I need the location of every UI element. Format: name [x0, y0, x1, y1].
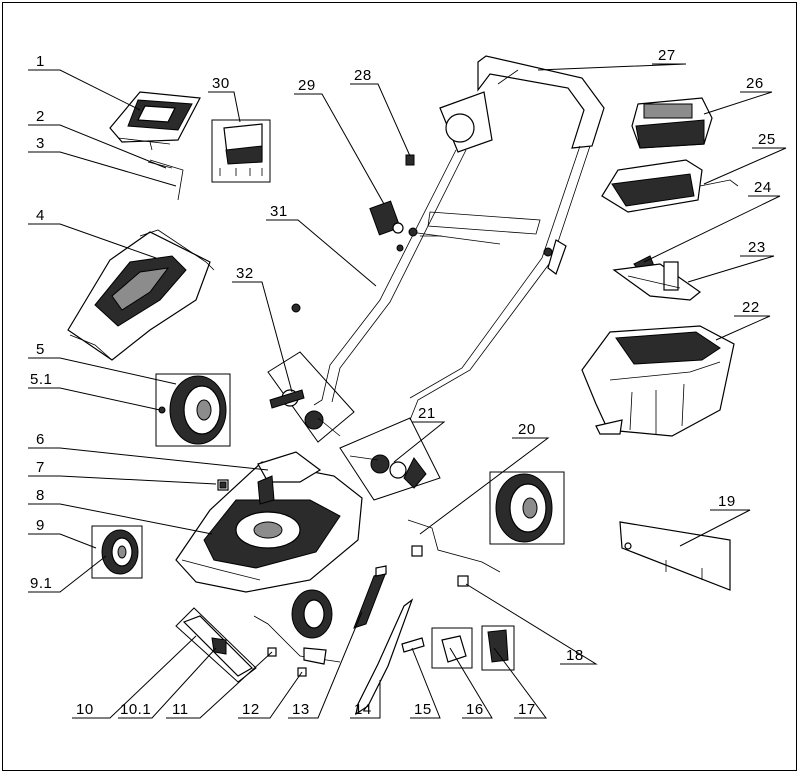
- callout-10-1: 10.1: [120, 701, 151, 718]
- bracket-16-part: [431, 627, 473, 669]
- callout-21: 21: [418, 405, 436, 422]
- callout-31: 31: [270, 203, 288, 220]
- callout-1: 1: [36, 53, 45, 70]
- rear-flap-part: [353, 565, 387, 629]
- callout-18: 18: [566, 647, 584, 664]
- upper-clamp-group: [339, 417, 441, 501]
- mulching-plug-part: [612, 261, 702, 301]
- bracket-17-part: [481, 625, 515, 671]
- callout-17: 17: [518, 701, 536, 718]
- grass-catcher-part: [581, 325, 735, 437]
- mower-deck-part: [175, 451, 363, 593]
- callout-28: 28: [354, 67, 372, 84]
- battery-pack-part: [631, 97, 713, 149]
- callout-32: 32: [236, 265, 254, 282]
- callout-7: 7: [36, 459, 45, 476]
- callout-12: 12: [242, 701, 260, 718]
- callout-20: 20: [518, 421, 536, 438]
- callout-24: 24: [754, 179, 772, 196]
- callout-19: 19: [718, 493, 736, 510]
- rear-wheel-right-part: [489, 471, 565, 545]
- callout-2: 2: [36, 108, 45, 125]
- battery-cover-part: [109, 91, 201, 151]
- callout-22: 22: [742, 299, 760, 316]
- leader-lines: [28, 63, 787, 719]
- callout-30: 30: [212, 75, 230, 92]
- height-lever-part: [355, 598, 414, 716]
- lower-clamp-group: [267, 351, 355, 443]
- callout-29: 29: [298, 77, 316, 94]
- callout-26: 26: [746, 75, 764, 92]
- battery-receptacle-part: [211, 119, 271, 183]
- callout-9-1: 9.1: [30, 575, 52, 592]
- handle-knob-parts: [291, 154, 567, 313]
- small-plate-part: [401, 637, 425, 653]
- deck-front-wheel: [291, 589, 333, 639]
- callout-10: 10: [76, 701, 94, 718]
- rear-wheel-part: [155, 373, 231, 447]
- callout-labels: 1 2 3 4 5 5.1 6 7 8 9 9.1 10 10.1 11 12 …: [30, 47, 776, 718]
- callout-6: 6: [36, 431, 45, 448]
- callout-14: 14: [354, 701, 372, 718]
- front-wheel-part: [91, 525, 143, 579]
- baffle-plate-part: [619, 521, 731, 591]
- callout-5-1: 5.1: [30, 371, 52, 388]
- callout-3: 3: [36, 135, 45, 152]
- callout-5: 5: [36, 341, 45, 358]
- callout-4: 4: [36, 207, 45, 224]
- callout-13: 13: [292, 701, 310, 718]
- callout-25: 25: [758, 131, 776, 148]
- callout-8: 8: [36, 487, 45, 504]
- callout-9: 9: [36, 517, 45, 534]
- top-cover-part: [67, 229, 215, 361]
- callout-23: 23: [748, 239, 766, 256]
- switch-part: [217, 479, 229, 491]
- callout-15: 15: [414, 701, 432, 718]
- callout-16: 16: [466, 701, 484, 718]
- blade-part: [175, 607, 257, 683]
- handle-assembly-part: [313, 55, 605, 421]
- callout-11: 11: [172, 701, 189, 718]
- rear-axle-part: [407, 519, 501, 587]
- charger-part: [601, 159, 739, 213]
- callout-27: 27: [658, 47, 676, 64]
- clip-wire-part: [147, 159, 184, 201]
